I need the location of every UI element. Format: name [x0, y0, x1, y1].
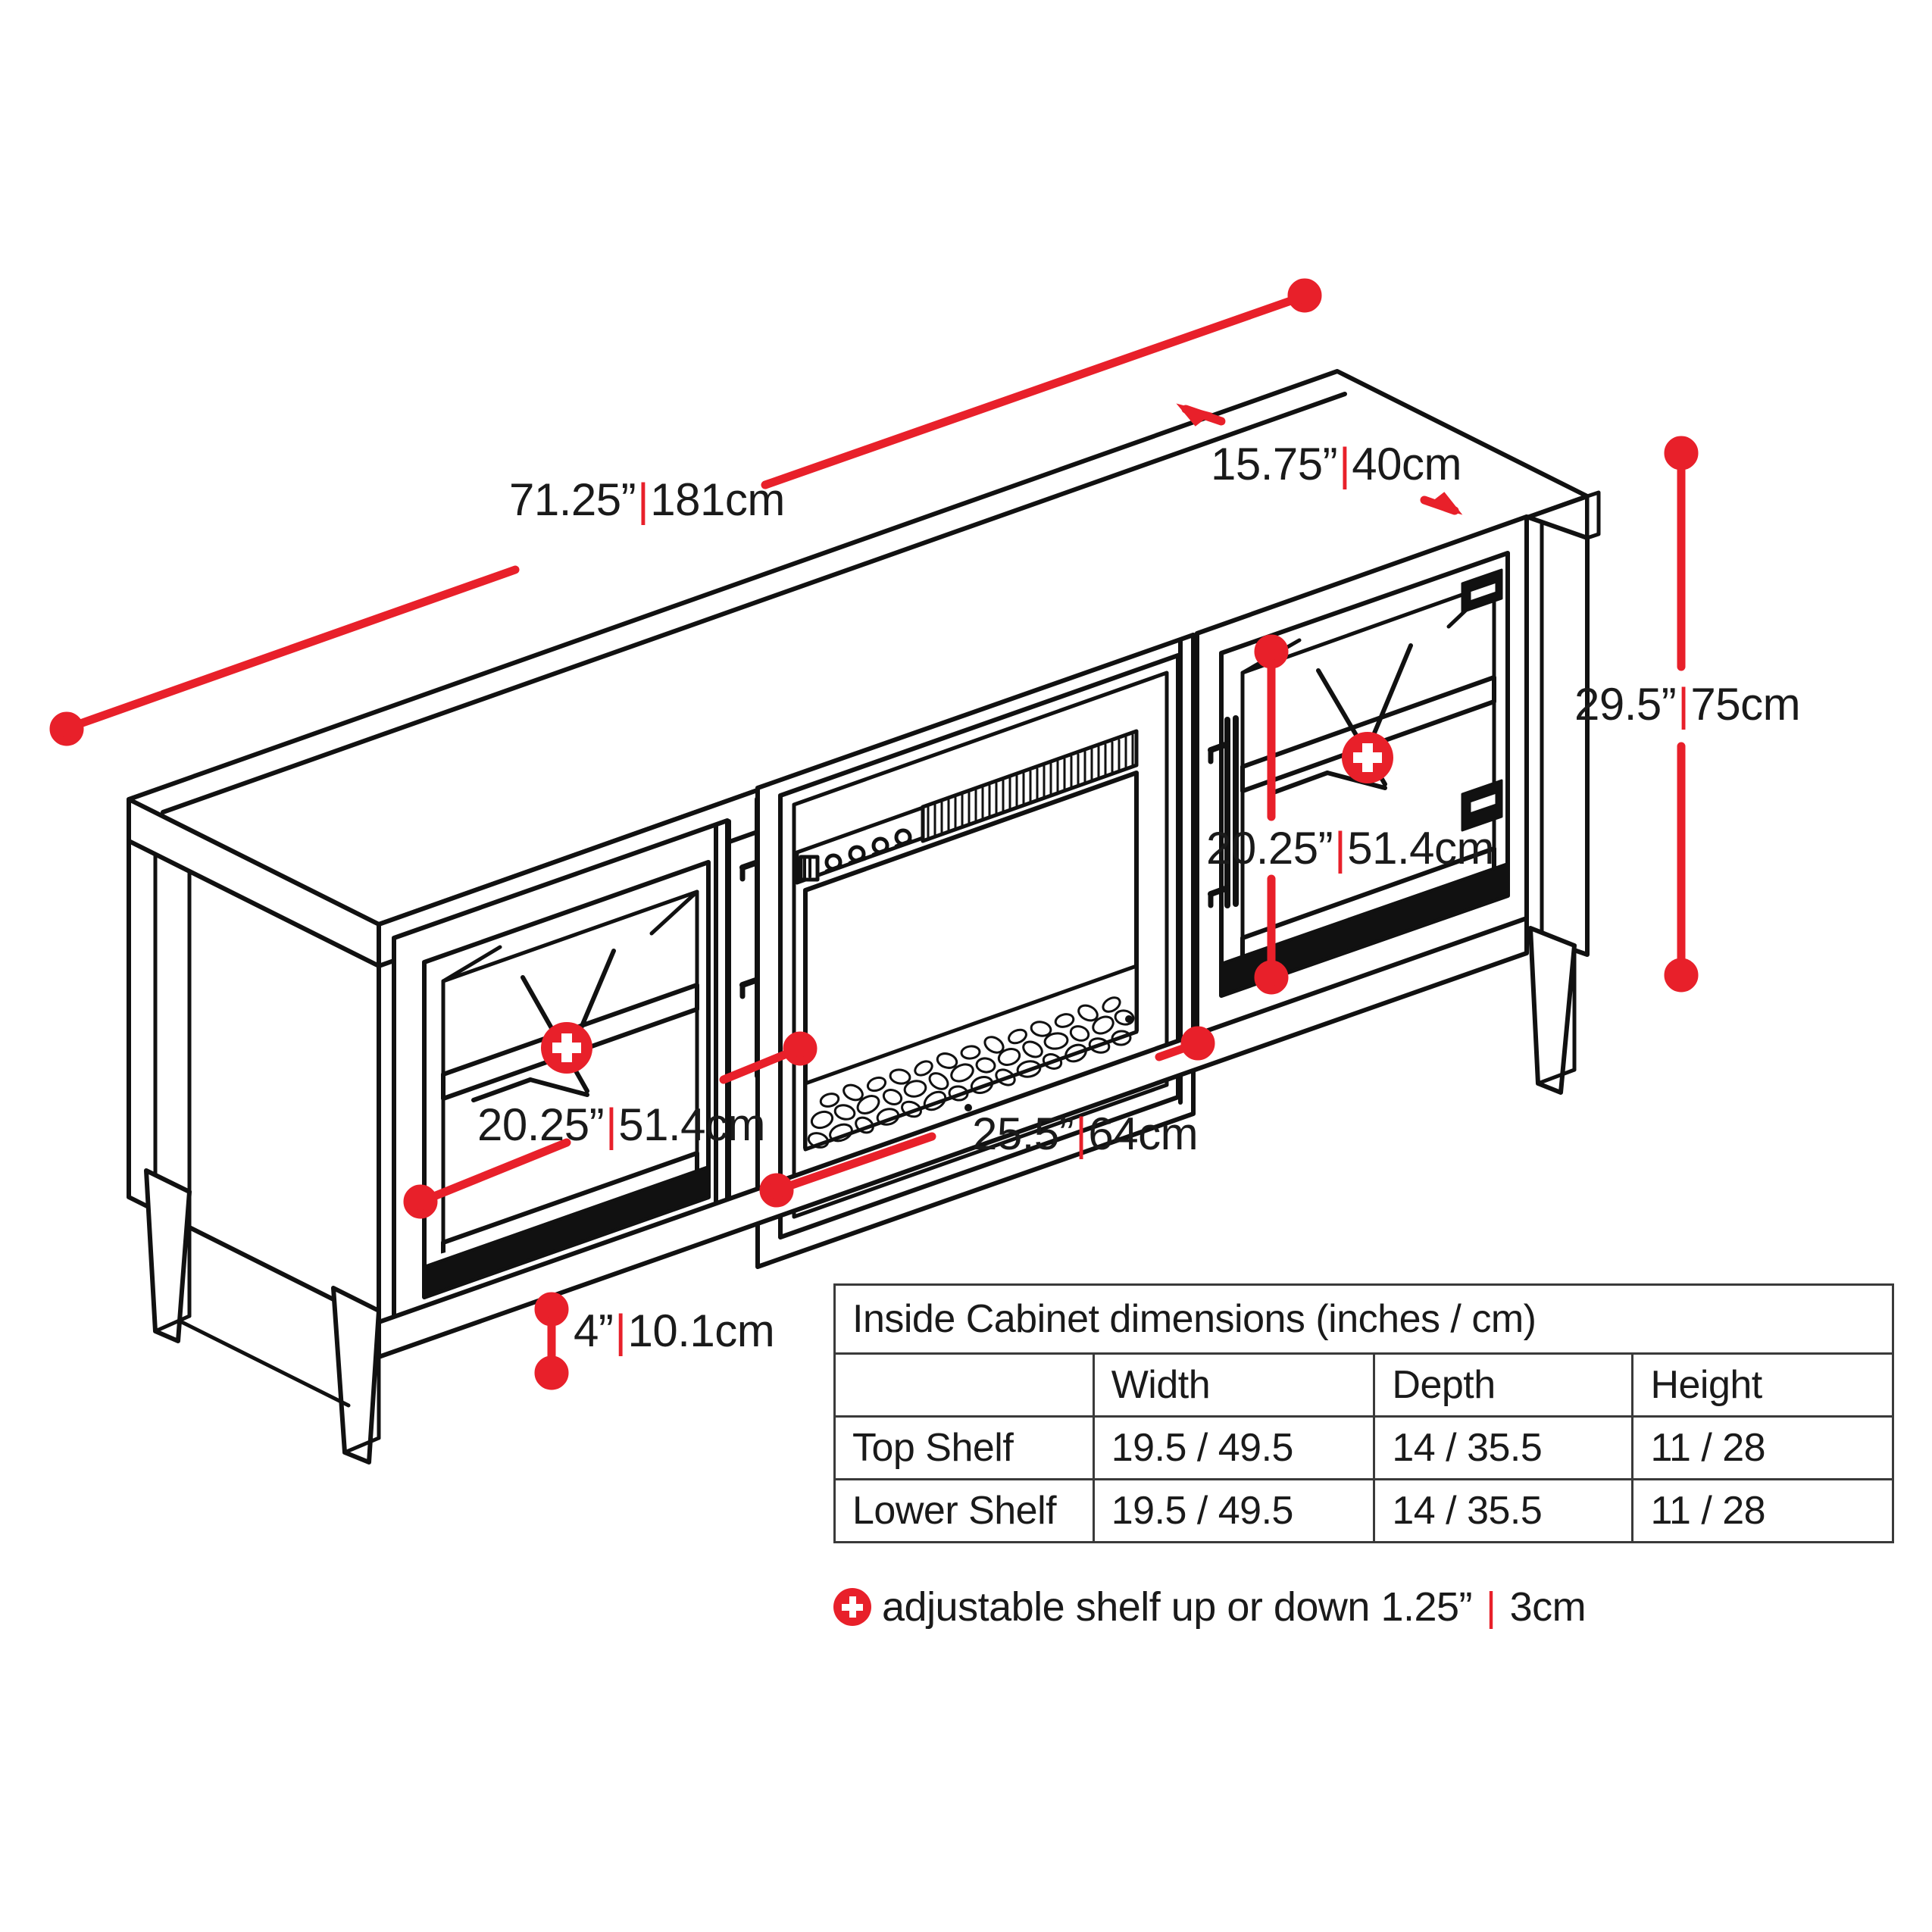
cabinet-hinges [1461, 568, 1503, 832]
left-cabinet [392, 818, 731, 1352]
table-header-depth: Depth [1373, 1352, 1634, 1418]
dim-leg-inches: 4” [574, 1305, 614, 1356]
dim-label-overall-height: 29.5”|75cm [1574, 678, 1801, 730]
dim-overall-width-arrow [49, 278, 1322, 746]
top-shelf-height: 11 / 28 [1631, 1415, 1894, 1480]
lower-shelf-height: 11 / 28 [1631, 1478, 1894, 1543]
legend-separator: | [1486, 1584, 1496, 1630]
lower-shelf-depth: 14 / 35.5 [1373, 1478, 1634, 1543]
fireplace-control-panel [795, 805, 925, 885]
adjustable-shelf-badges [541, 732, 1393, 1074]
top-shelf-depth: 14 / 35.5 [1373, 1415, 1634, 1480]
dim-overall-height-line [1664, 436, 1699, 993]
fireplace-vent-grille [921, 729, 1139, 843]
dimension-annotations [49, 278, 1699, 1390]
plus-circle-icon-left [541, 1022, 592, 1074]
row-label-top-shelf: Top Shelf [833, 1415, 1095, 1480]
table-row: Top Shelf 19.5 / 49.5 14 / 35.5 11 / 28 [833, 1415, 1894, 1480]
table-header-row: Width Depth Height [833, 1352, 1894, 1418]
dim-label-overall-width: 71.25”|181cm [509, 474, 785, 526]
table-title-row: Inside Cabinet dimensions (inches / cm) [833, 1283, 1894, 1355]
table-title: Inside Cabinet dimensions (inches / cm) [833, 1283, 1894, 1355]
dim-label-leg-height: 4”|10.1cm [574, 1305, 775, 1357]
dim-fireplace-width-line [759, 1026, 1215, 1208]
dim-overall-width-cm: 181cm [650, 474, 785, 525]
right-door-handle [1208, 715, 1239, 908]
dim-fireplace-inches: 25.5” [972, 1108, 1074, 1159]
dim-label-left-cabinet-height: 20.25”|51.4cm [477, 1099, 765, 1151]
dim-right-cabinet-height-line [1254, 634, 1289, 995]
left-legs [144, 1168, 381, 1465]
top-shelf-width: 19.5 / 49.5 [1092, 1415, 1376, 1480]
dim-left-cabinet-inches: 20.25” [477, 1099, 605, 1150]
ember-stone-bed [803, 964, 1139, 1152]
adjustable-shelf-legend: adjustable shelf up or down 1.25” | 3cm [833, 1583, 1587, 1630]
dim-label-right-cabinet-height: 20.25”|51.4cm [1206, 822, 1494, 874]
dim-fireplace-cm: 64cm [1088, 1108, 1199, 1159]
right-side-panel [1524, 514, 1590, 1095]
dim-right-cabinet-inches: 20.25” [1206, 823, 1333, 874]
legend-text-before: adjustable shelf up or down 1.25” [882, 1584, 1473, 1630]
plus-circle-icon [833, 1588, 871, 1626]
dim-right-cabinet-cm: 51.4cm [1347, 823, 1494, 874]
dim-separator: | [605, 1099, 617, 1150]
table-header-height: Height [1631, 1352, 1894, 1418]
dim-overall-height-cm: 75cm [1690, 679, 1801, 730]
dim-separator: | [637, 474, 649, 525]
dim-label-overall-depth: 15.75”|40cm [1211, 438, 1462, 490]
dim-leg-cm: 10.1cm [627, 1305, 775, 1356]
legend-text-after: 3cm [1509, 1584, 1587, 1630]
dim-overall-width-inches: 71.25” [509, 474, 636, 525]
row-label-lower-shelf: Lower Shelf [833, 1478, 1095, 1543]
plus-circle-icon-right [1342, 732, 1393, 783]
dim-separator: | [1334, 823, 1346, 874]
inside-cabinet-dimensions-table: Inside Cabinet dimensions (inches / cm) … [833, 1283, 1894, 1543]
dim-left-cabinet-cm: 51.4cm [618, 1099, 765, 1150]
dim-overall-depth-arrow [1176, 403, 1463, 515]
dim-separator: | [1075, 1108, 1087, 1159]
lower-shelf-width: 19.5 / 49.5 [1092, 1478, 1376, 1543]
dim-separator: | [1677, 679, 1690, 730]
dim-label-fireplace-width: 25.5”|64cm [972, 1108, 1199, 1160]
dim-overall-depth-cm: 40cm [1352, 439, 1462, 489]
table-header-width: Width [1092, 1352, 1376, 1418]
dim-separator: | [614, 1305, 627, 1356]
table-header-blank [833, 1352, 1095, 1418]
bottom-apron [377, 916, 1529, 1359]
dim-left-cabinet-height-line [403, 1031, 818, 1219]
dim-overall-depth-inches: 15.75” [1211, 439, 1338, 489]
dim-separator: | [1339, 439, 1351, 489]
dim-overall-height-inches: 29.5” [1574, 679, 1677, 730]
dim-leg-height-line [534, 1292, 569, 1390]
table-row: Lower Shelf 19.5 / 49.5 14 / 35.5 11 / 2… [833, 1478, 1894, 1543]
